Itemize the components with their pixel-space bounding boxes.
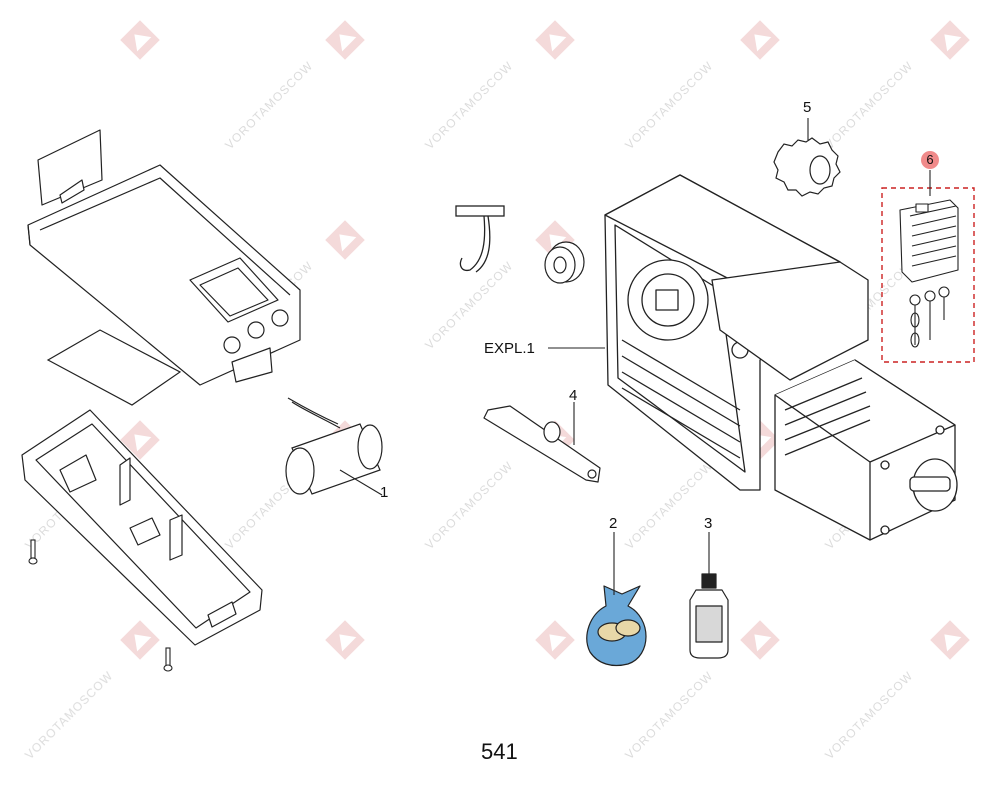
watermark-text: VOROTAMOSCOW xyxy=(622,458,716,552)
callout-2: 2 xyxy=(609,515,618,532)
callout-leader-1 xyxy=(339,469,383,496)
wire-harness xyxy=(455,205,505,273)
insulation-sheet xyxy=(46,329,182,406)
callout-expl: EXPL.1 xyxy=(484,340,535,357)
callout-6: 6 xyxy=(921,151,939,169)
watermark-text: VOROTAMOSCOW xyxy=(422,458,516,552)
watermark-text: VOROTAMOSCOW xyxy=(622,668,716,762)
watermark-text: VOROTAMOSCOW xyxy=(422,58,516,152)
gearbox-housing xyxy=(604,174,869,491)
grease-bag xyxy=(586,585,647,667)
callout-4: 4 xyxy=(569,387,578,404)
pinion-gear xyxy=(773,137,841,197)
watermark-text: VOROTAMOSCOW xyxy=(22,668,116,762)
watermark-text: VOROTAMOSCOW xyxy=(622,58,716,152)
control-box-base xyxy=(21,409,263,646)
watermark-text: VOROTAMOSCOW xyxy=(822,668,916,762)
capacitor xyxy=(285,397,383,495)
motor xyxy=(774,359,958,541)
relay-module xyxy=(899,199,959,348)
watermark-text: VOROTAMOSCOW xyxy=(822,58,916,152)
page-number: 541 xyxy=(481,739,518,764)
callout-5: 5 xyxy=(803,99,812,116)
watermark-text: VOROTAMOSCOW xyxy=(422,258,516,352)
callout-3: 3 xyxy=(704,515,713,532)
release-lever xyxy=(483,405,601,483)
oil-bottle xyxy=(689,573,729,659)
highlight-box-6 xyxy=(881,187,975,363)
watermark-text: VOROTAMOSCOW xyxy=(222,58,316,152)
screw-bottom xyxy=(163,647,173,672)
control-box-cover xyxy=(27,129,301,386)
bearing-ring xyxy=(544,241,585,284)
callout-1: 1 xyxy=(380,484,389,501)
screw-left xyxy=(28,539,38,565)
